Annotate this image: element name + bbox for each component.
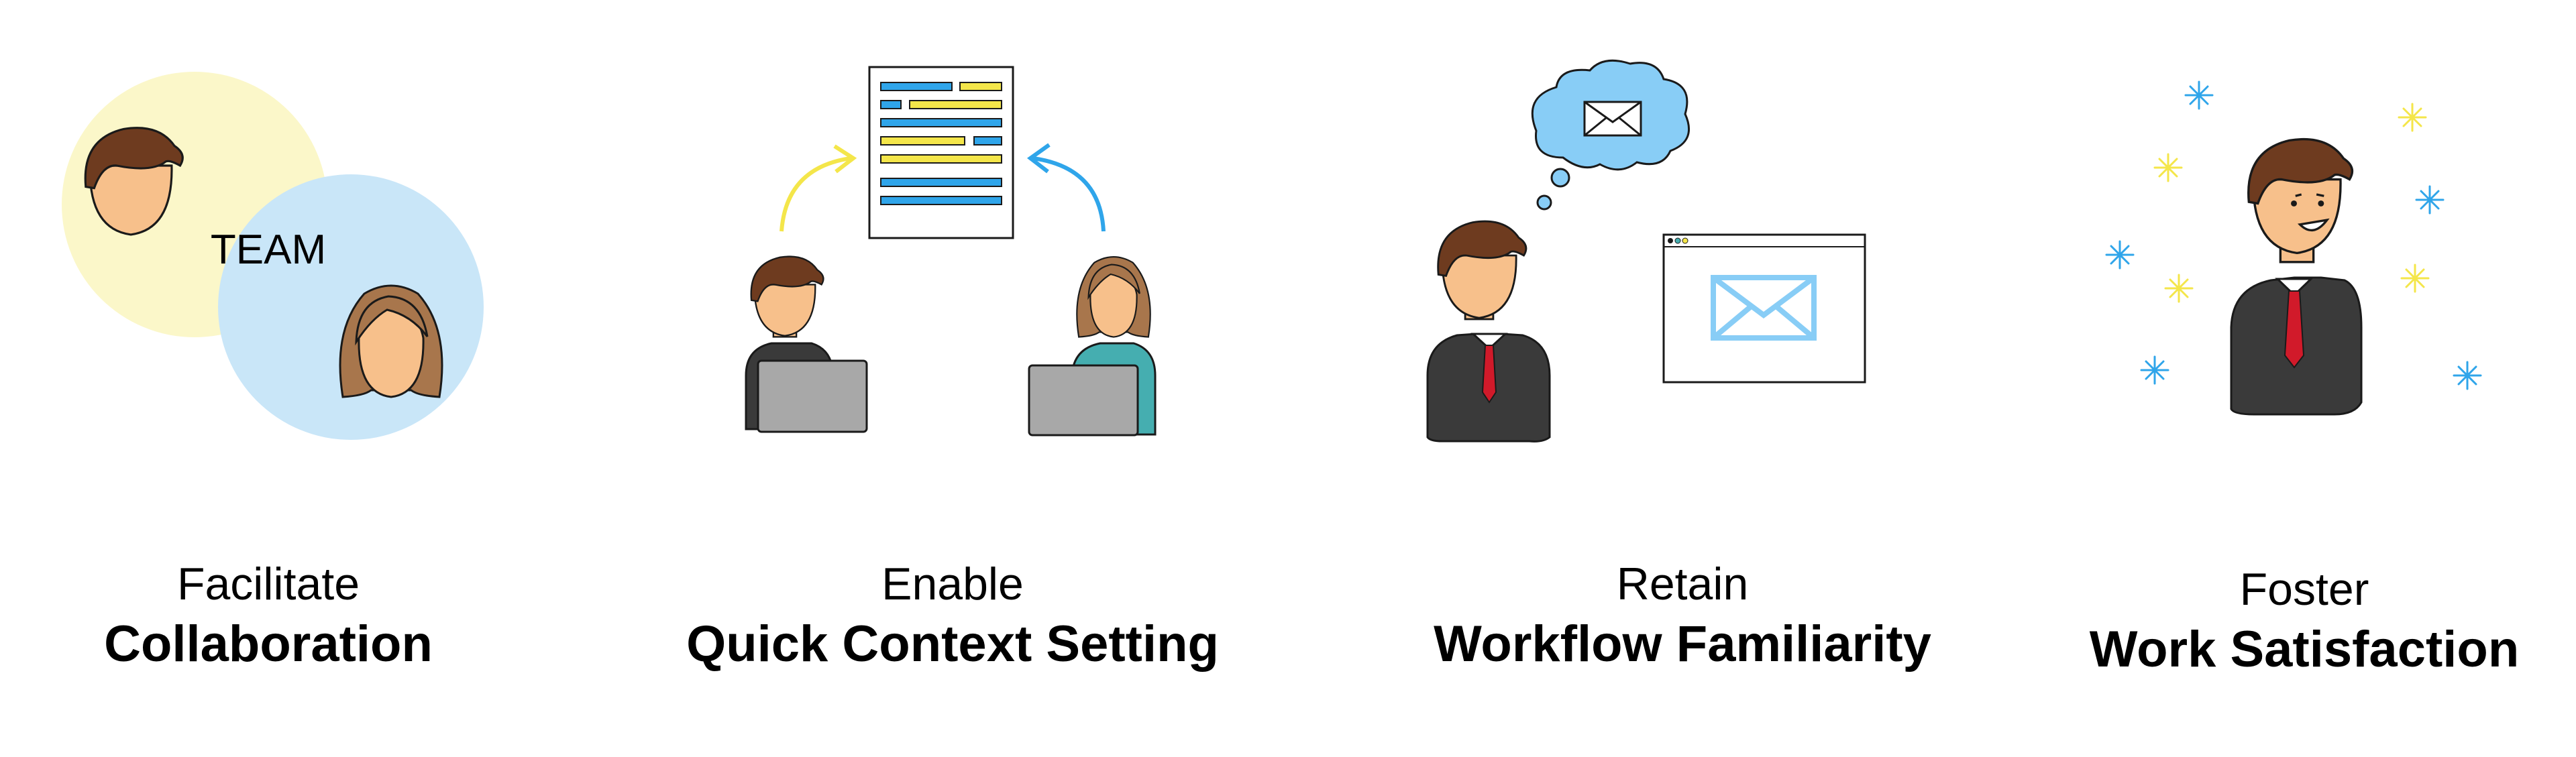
caption-noun: Quick Context Setting <box>686 616 1219 673</box>
caption-verb: Foster <box>2239 564 2369 615</box>
envelope-large-icon <box>1711 275 1817 341</box>
sparkle-icon <box>2184 80 2214 110</box>
caption-verb: Retain <box>1616 559 1749 609</box>
email-window-icon <box>1662 233 1866 384</box>
workflow-illustration <box>1426 59 1866 443</box>
thought-bubble-icon <box>1531 59 1690 211</box>
sparkle-icon <box>2140 355 2169 385</box>
sparkle-icon <box>2453 361 2482 390</box>
arrow-right-icon <box>1026 143 1106 232</box>
sparkle-icon <box>2400 264 2430 293</box>
sparkle-icon <box>2415 185 2445 215</box>
document-icon <box>868 66 1014 239</box>
caption-noun: Collaboration <box>104 616 433 673</box>
collaboration-illustration: TEAM <box>62 72 484 440</box>
sparkle-icon <box>2398 103 2427 132</box>
caption-workflow: Retain Workflow Familiarity <box>1347 561 2018 670</box>
team-label: TEAM <box>211 227 326 273</box>
sparkle-icon <box>2105 240 2135 270</box>
sparkle-icon <box>2164 274 2194 303</box>
context-illustration <box>745 66 1157 436</box>
caption-verb: Enable <box>881 559 1024 609</box>
caption-collaboration: Facilitate Collaboration <box>0 561 604 670</box>
caption-satisfaction: Foster Work Satisfaction <box>1969 567 2576 675</box>
envelope-small-icon <box>1583 101 1642 137</box>
arrow-left-icon <box>780 144 857 232</box>
male-avatar-icon <box>84 127 184 236</box>
male-user-laptop-icon <box>745 255 868 433</box>
female-user-laptop-icon <box>1028 256 1157 436</box>
caption-verb: Facilitate <box>176 559 360 609</box>
satisfaction-illustration <box>2105 80 2482 416</box>
caption-noun: Work Satisfaction <box>2089 621 2520 678</box>
businessman-icon <box>1426 220 1551 443</box>
female-avatar-icon <box>339 284 443 398</box>
happy-businessman-icon <box>2230 137 2363 416</box>
sparkle-icons <box>2105 80 2482 390</box>
sparkle-icon <box>2153 153 2183 182</box>
caption-noun: Workflow Familiarity <box>1434 616 1931 673</box>
caption-context: Enable Quick Context Setting <box>617 561 1288 670</box>
